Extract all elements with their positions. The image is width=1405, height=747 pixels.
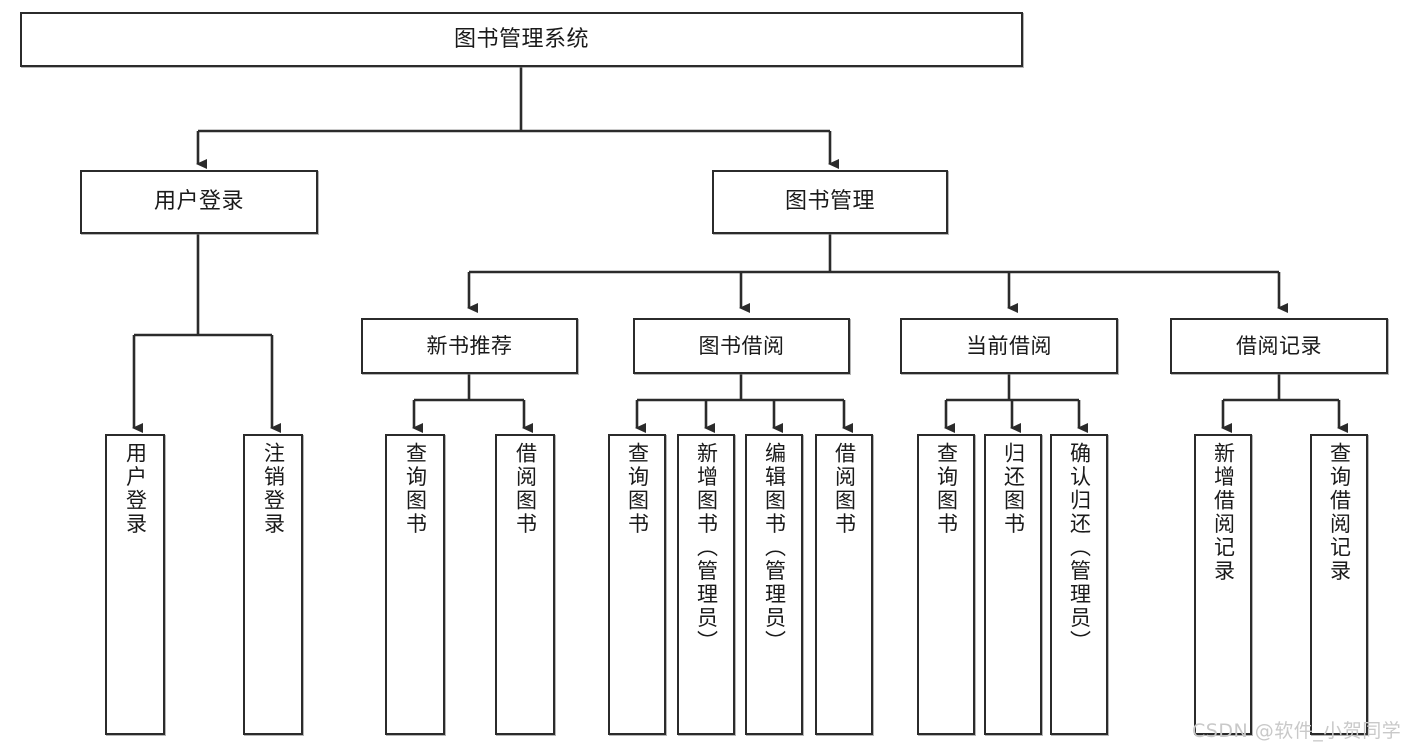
node-label: 查询图书 — [403, 442, 428, 536]
node-label: 新增借阅记录 — [1211, 442, 1236, 583]
node-label: 图书管理 — [784, 189, 875, 215]
node-label: 用户登录 — [123, 442, 148, 536]
leaf-new-book-query[interactable]: 查询图书 — [385, 434, 445, 735]
node-new-book-recommend[interactable]: 新书推荐 — [361, 318, 578, 374]
node-label: 借阅图书 — [513, 442, 538, 536]
node-label: 图书管理系统 — [453, 26, 589, 52]
node-user-login[interactable]: 用户登录 — [80, 170, 318, 234]
node-label: 当前借阅 — [966, 333, 1052, 358]
node-label: 图书借阅 — [698, 333, 785, 358]
node-book-borrow[interactable]: 图书借阅 — [633, 318, 850, 374]
leaf-current-confirm-return[interactable]: 确认归还（管理员） — [1050, 434, 1108, 735]
leaf-new-book-borrow[interactable]: 借阅图书 — [495, 434, 555, 735]
node-label: 编辑图书（管理员） — [762, 442, 787, 654]
node-label: 借阅记录 — [1236, 333, 1322, 358]
node-book-management[interactable]: 图书管理 — [712, 170, 948, 234]
node-label: 新书推荐 — [426, 333, 513, 358]
csdn-watermark: CSDN @软件_小贺同学 — [1192, 720, 1402, 742]
node-label: 查询借阅记录 — [1327, 442, 1352, 583]
leaf-borrow-query-book[interactable]: 查询图书 — [608, 434, 666, 735]
node-label: 归还图书 — [1001, 442, 1026, 536]
leaf-borrow-borrow-book[interactable]: 借阅图书 — [815, 434, 873, 735]
leaf-record-add-record[interactable]: 新增借阅记录 — [1194, 434, 1252, 735]
node-root-system[interactable]: 图书管理系统 — [20, 12, 1023, 67]
node-label: 注销登录 — [261, 442, 286, 536]
leaf-record-query-record[interactable]: 查询借阅记录 — [1310, 434, 1368, 735]
node-label: 新增图书（管理员） — [694, 442, 719, 654]
leaf-user-login-logout[interactable]: 注销登录 — [243, 434, 303, 735]
node-label: 用户登录 — [153, 189, 244, 215]
node-label: 查询图书 — [934, 442, 959, 536]
node-current-borrow[interactable]: 当前借阅 — [900, 318, 1118, 374]
node-label: 查询图书 — [625, 442, 650, 536]
leaf-user-login-login[interactable]: 用户登录 — [105, 434, 165, 735]
leaf-current-query-book[interactable]: 查询图书 — [917, 434, 975, 735]
node-borrow-record[interactable]: 借阅记录 — [1170, 318, 1388, 374]
leaf-borrow-add-book[interactable]: 新增图书（管理员） — [677, 434, 735, 735]
leaf-borrow-edit-book[interactable]: 编辑图书（管理员） — [745, 434, 803, 735]
node-label: 确认归还（管理员） — [1067, 442, 1092, 654]
leaf-current-return-book[interactable]: 归还图书 — [984, 434, 1042, 735]
node-label: 借阅图书 — [832, 442, 857, 536]
